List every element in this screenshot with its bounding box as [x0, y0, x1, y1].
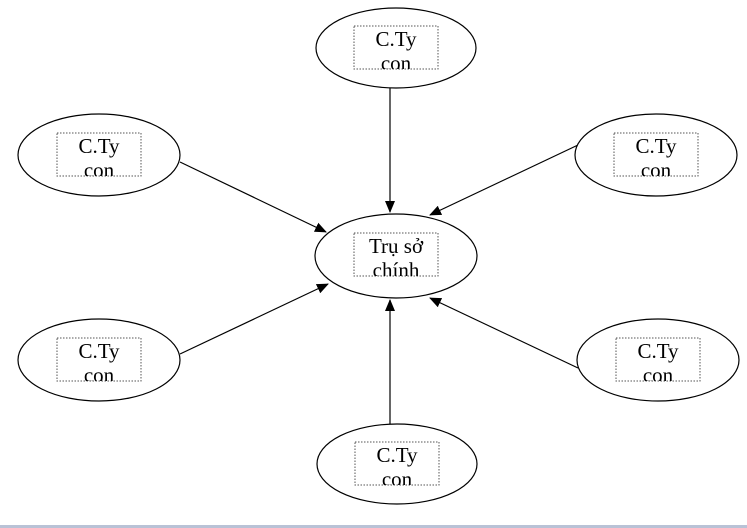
- node-label-line: con: [382, 467, 413, 491]
- arrow-sub-upper-left-to-hq: [179, 161, 327, 233]
- arrow-sub-lower-left-to-hq: [179, 283, 329, 355]
- node-label-line: con: [643, 363, 674, 387]
- node-label-line: C.Ty: [376, 443, 418, 467]
- nodes-layer: Trụ sởchínhC.TyconC.TyconC.TyconC.TyconC…: [17, 7, 740, 505]
- node-label-line: C.Ty: [78, 339, 120, 363]
- arrow-sub-upper-right-to-hq: [429, 144, 579, 216]
- node-label-line: C.Ty: [78, 134, 120, 158]
- node-label-line: C.Ty: [635, 134, 677, 158]
- node-label-box: [56, 132, 142, 177]
- node-label-line: C.Ty: [637, 339, 679, 363]
- node-label-box: [354, 441, 440, 486]
- node-label-box: [613, 132, 699, 177]
- node-label-line: con: [84, 158, 115, 182]
- node-label-line: Trụ sở: [369, 234, 424, 258]
- arrow-sub-lower-right-to-hq: [429, 297, 579, 369]
- node-label-line: con: [84, 363, 115, 387]
- node-label-box: [353, 25, 439, 70]
- node-label-box: [56, 337, 142, 382]
- node-label-line: con: [381, 51, 412, 75]
- node-label-line: con: [641, 158, 672, 182]
- edges-layer: [179, 88, 579, 424]
- bottom-divider: [0, 525, 747, 528]
- node-label-box: [353, 232, 439, 277]
- node-label-box: [615, 337, 701, 382]
- node-label-line: C.Ty: [375, 27, 417, 51]
- node-label-line: chính: [373, 258, 420, 282]
